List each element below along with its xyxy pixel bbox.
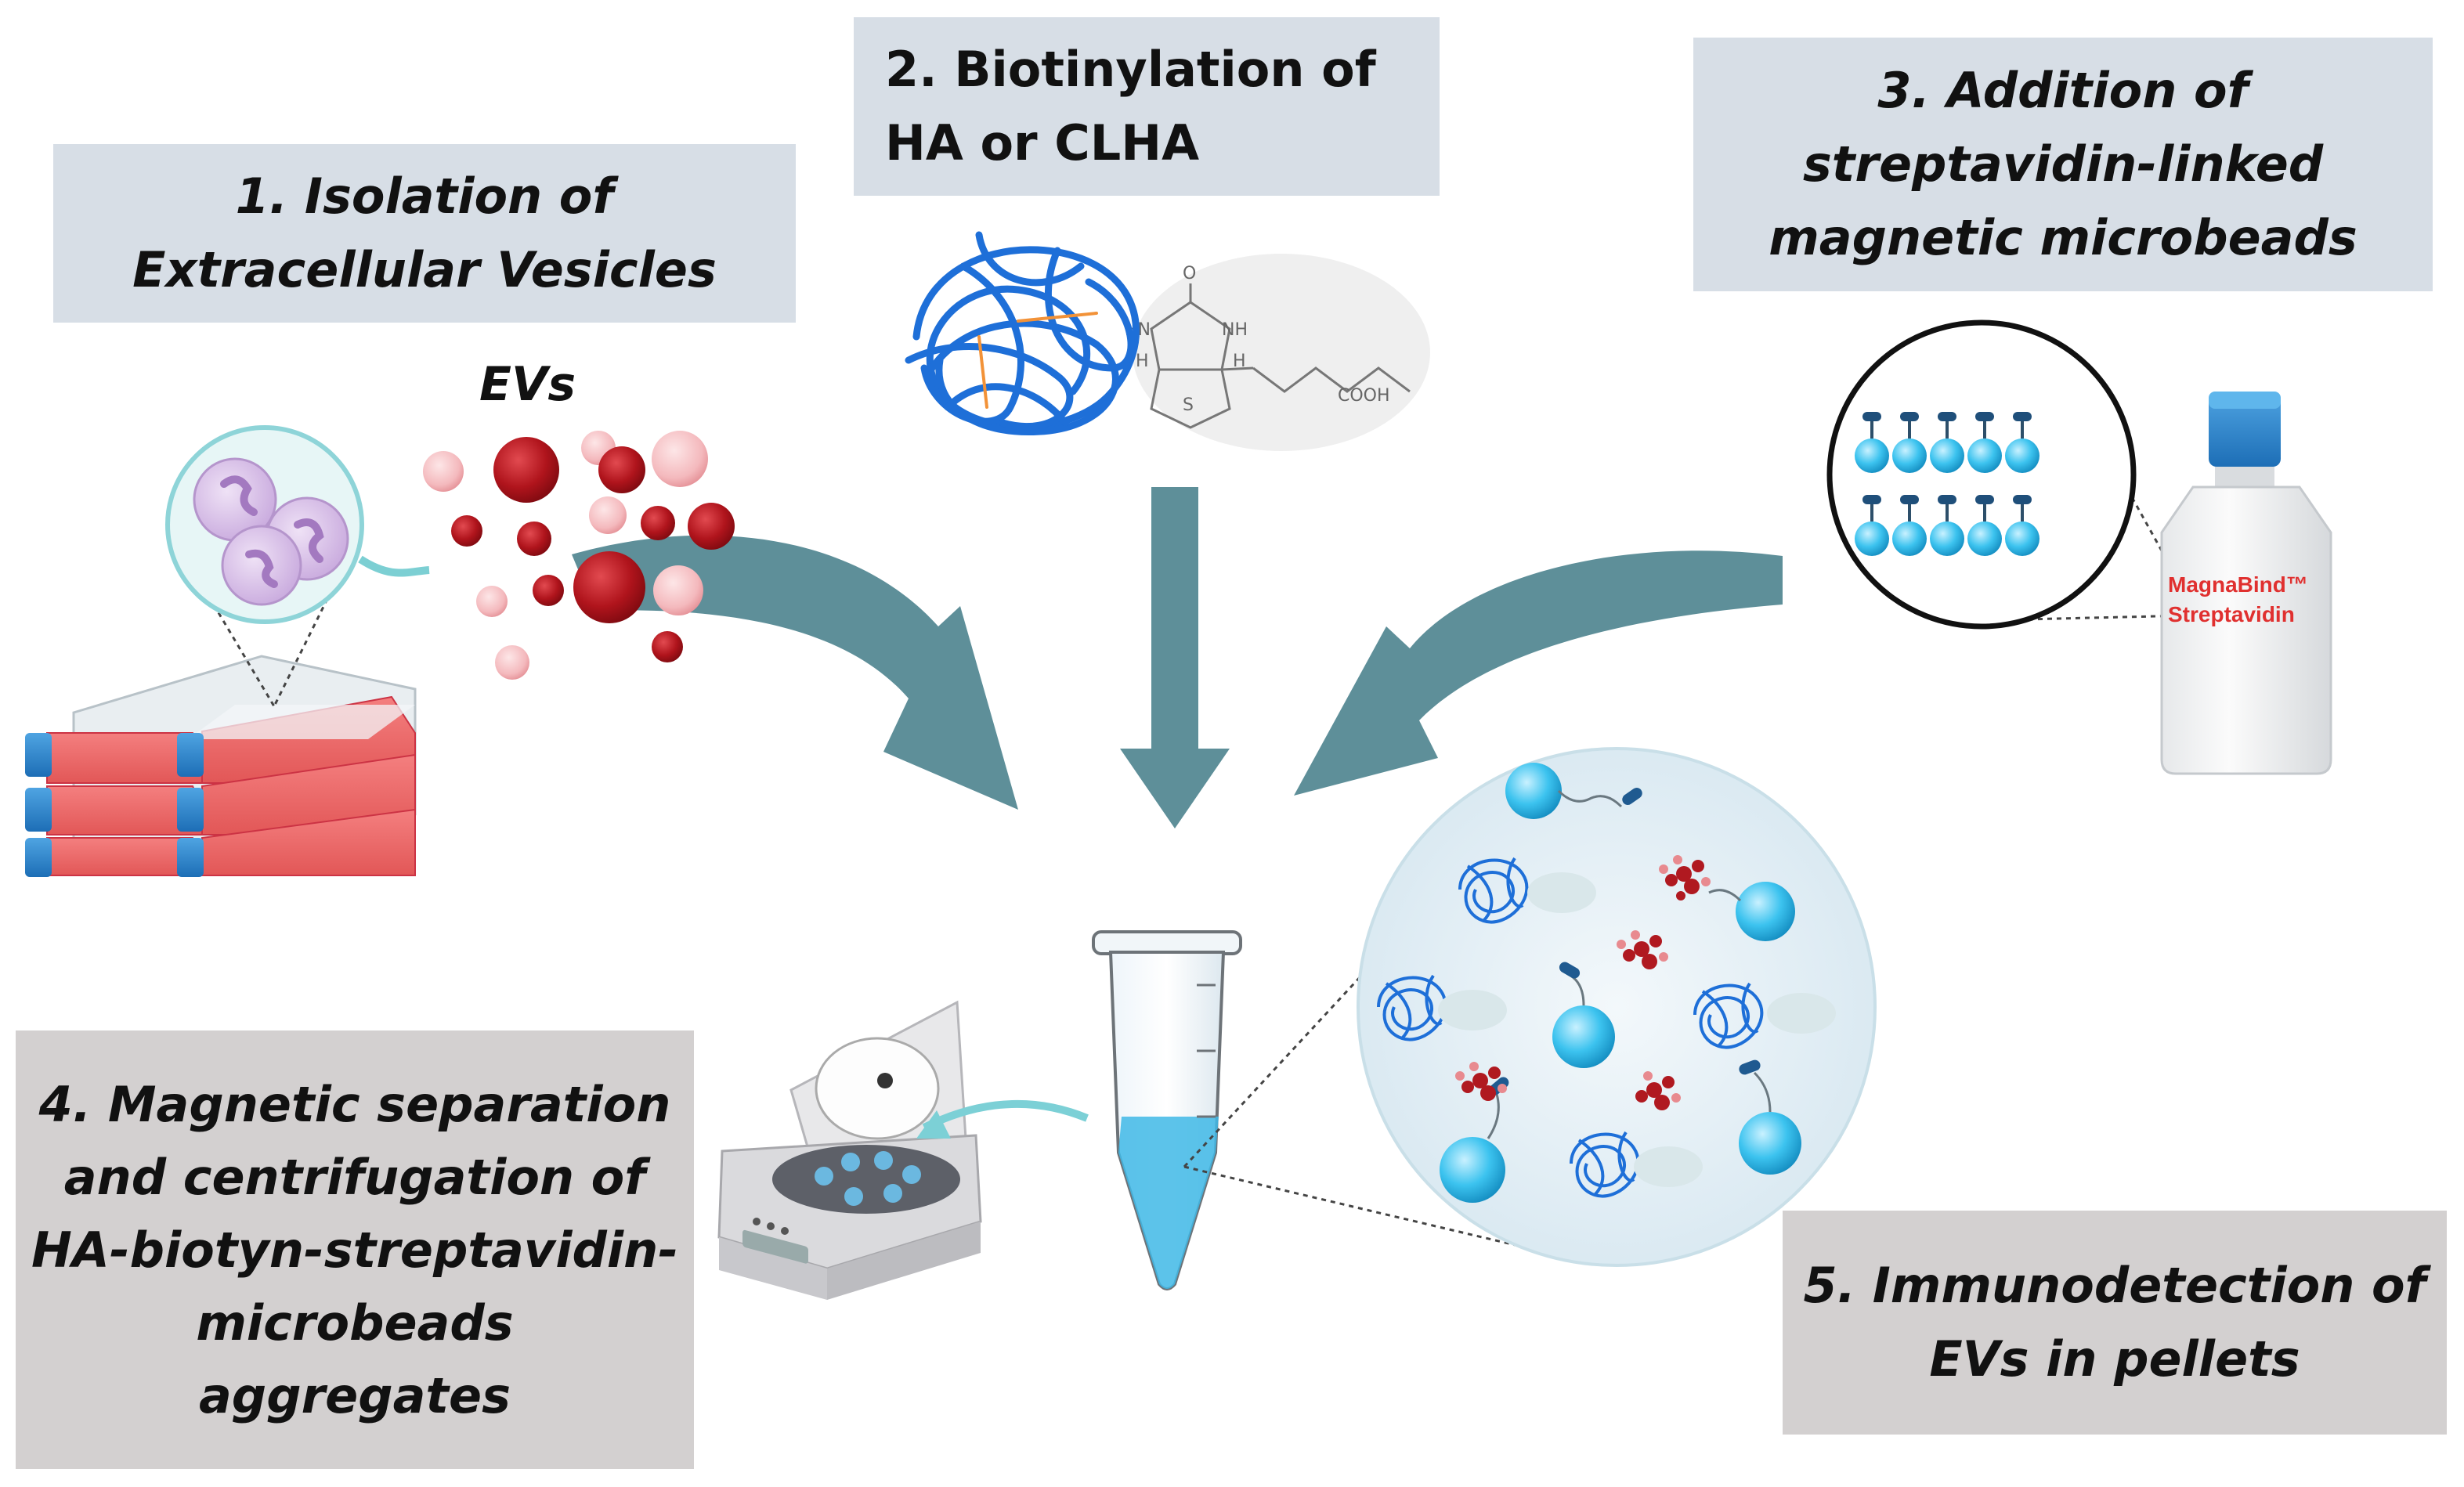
bottle-product: Streptavidin [2168,602,2295,626]
step-5-line-1: 5. Immunodetection of [1803,1256,2426,1314]
step-1-line-1: 1. Isolation of [235,167,614,225]
cell-icon [193,457,349,606]
bead-icon [1440,763,1801,1203]
cell-zoom-circle [165,425,430,624]
biotin-s: S [1183,395,1194,415]
step-4-line-1: 4. Magnetic separation [38,1075,671,1133]
step-2-label: 2. Biotinylation of HA or CLHA [854,17,1440,196]
biotin-nh: NH [1222,320,1248,340]
aggregate-zoom-circle [1357,747,1877,1267]
step-3-line-2: streptavidin-linked [1802,135,2324,193]
flask-stack-icon [25,655,417,877]
step-2-line-2: HA or CLHA [885,114,1200,171]
biotin-h1: H [1136,352,1149,371]
bottle-brand: MagnaBind™ [2168,572,2308,597]
biotin-cooh: COOH [1338,386,1390,406]
step-4-line-2: and centrifugation of [63,1148,646,1206]
ev-icon [1455,855,1711,1110]
step-1-label: 1. Isolation of Extracellular Vesicles [53,144,796,323]
hyaluronan-coil-icon [905,231,1140,435]
bead-icon [1855,412,2039,556]
step-1-line-2: Extracellular Vesicles [132,241,717,298]
biotin-molecule-icon: O HN NH H H S COOH [1125,254,1430,451]
step-4-label: 4. Magnetic separation and centrifugation… [16,1030,694,1469]
step-4-line-4: microbeads [196,1294,514,1352]
centrifuge-icon [717,1000,982,1300]
step-3-line-3: magnetic microbeads [1769,209,2357,267]
arrow-center [1120,487,1230,828]
tube-icon [1092,930,1242,1290]
step-5-line-2: EVs in pellets [1929,1330,2300,1388]
reagent-bottle-icon: MagnaBind™ Streptavidin [2160,392,2332,775]
ev-icon [423,431,735,680]
step-4-line-5: aggregates [198,1366,511,1424]
arrow-right [1294,550,1783,796]
biotin-o: O [1183,264,1196,283]
step-4-line-3: HA-biotyn-streptavidin- [31,1221,678,1279]
hyaluronan-coil-icon [1377,857,1764,1198]
step-3-label: 3. Addition of streptavidin-linked magneti… [1693,38,2433,291]
biotin-h2: H [1233,352,1246,371]
ev-label: EVs [479,357,576,412]
step-3-line-1: 3. Addition of [1877,61,2249,119]
bead-zoom-circle [1826,319,2137,630]
step-5-label: 5. Immunodetection of EVs in pellets [1783,1211,2447,1435]
step-2-line-1: 2. Biotinylation of [885,40,1376,98]
